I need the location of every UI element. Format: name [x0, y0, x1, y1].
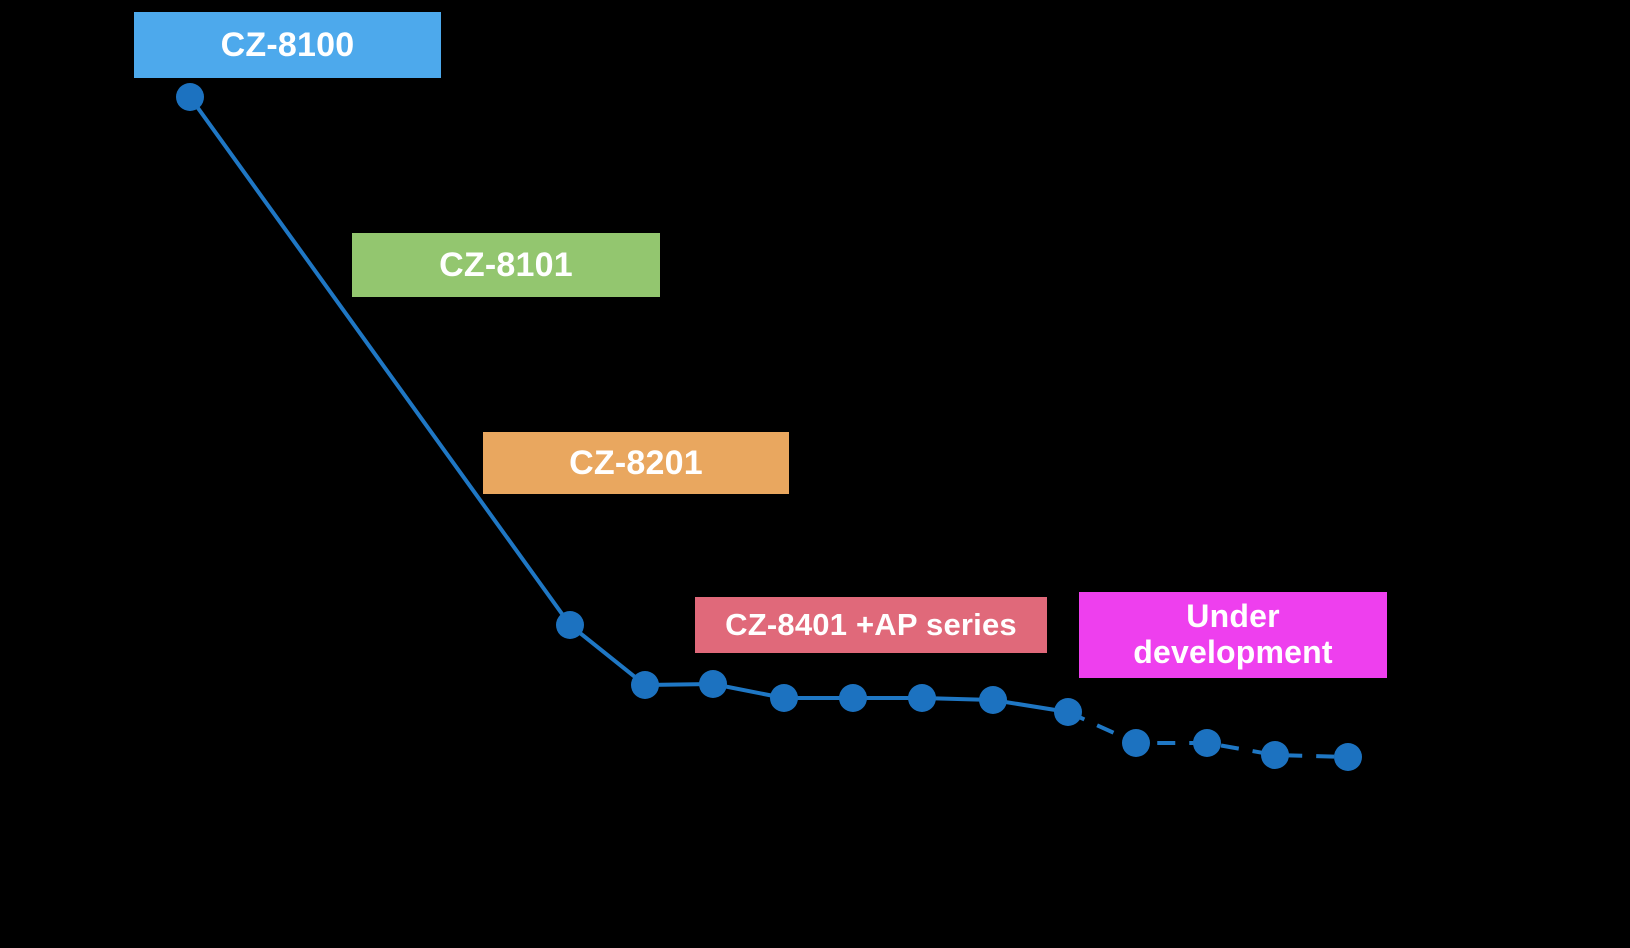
callout-label-text: CZ-8100 — [220, 25, 355, 64]
data-point-marker[interactable] — [699, 670, 727, 698]
callout-under-development[interactable]: Under development — [1079, 592, 1387, 678]
data-point-marker[interactable] — [839, 684, 867, 712]
data-point-marker[interactable] — [1193, 729, 1221, 757]
callout-cz-8101[interactable]: CZ-8101 — [352, 233, 660, 297]
data-point-marker[interactable] — [979, 686, 1007, 714]
data-point-marker[interactable] — [556, 611, 584, 639]
data-point-marker[interactable] — [631, 671, 659, 699]
callout-label-text: CZ-8201 — [569, 443, 703, 482]
data-point-marker[interactable] — [908, 684, 936, 712]
callout-label-text: CZ-8401 +AP series — [725, 606, 1017, 642]
data-point-marker[interactable] — [176, 83, 204, 111]
series-marker-group — [176, 83, 1362, 771]
callout-label-text: CZ-8101 — [439, 245, 573, 284]
callout-cz-8100[interactable]: CZ-8100 — [134, 12, 441, 78]
data-point-marker[interactable] — [1054, 698, 1082, 726]
data-point-marker[interactable] — [1261, 741, 1289, 769]
data-point-marker[interactable] — [1334, 743, 1362, 771]
callout-cz-8401-ap-series[interactable]: CZ-8401 +AP series — [695, 597, 1047, 653]
data-point-marker[interactable] — [1122, 729, 1150, 757]
callout-cz-8201[interactable]: CZ-8201 — [483, 432, 789, 494]
data-point-marker[interactable] — [770, 684, 798, 712]
callout-label-text: Under development — [1133, 598, 1333, 670]
